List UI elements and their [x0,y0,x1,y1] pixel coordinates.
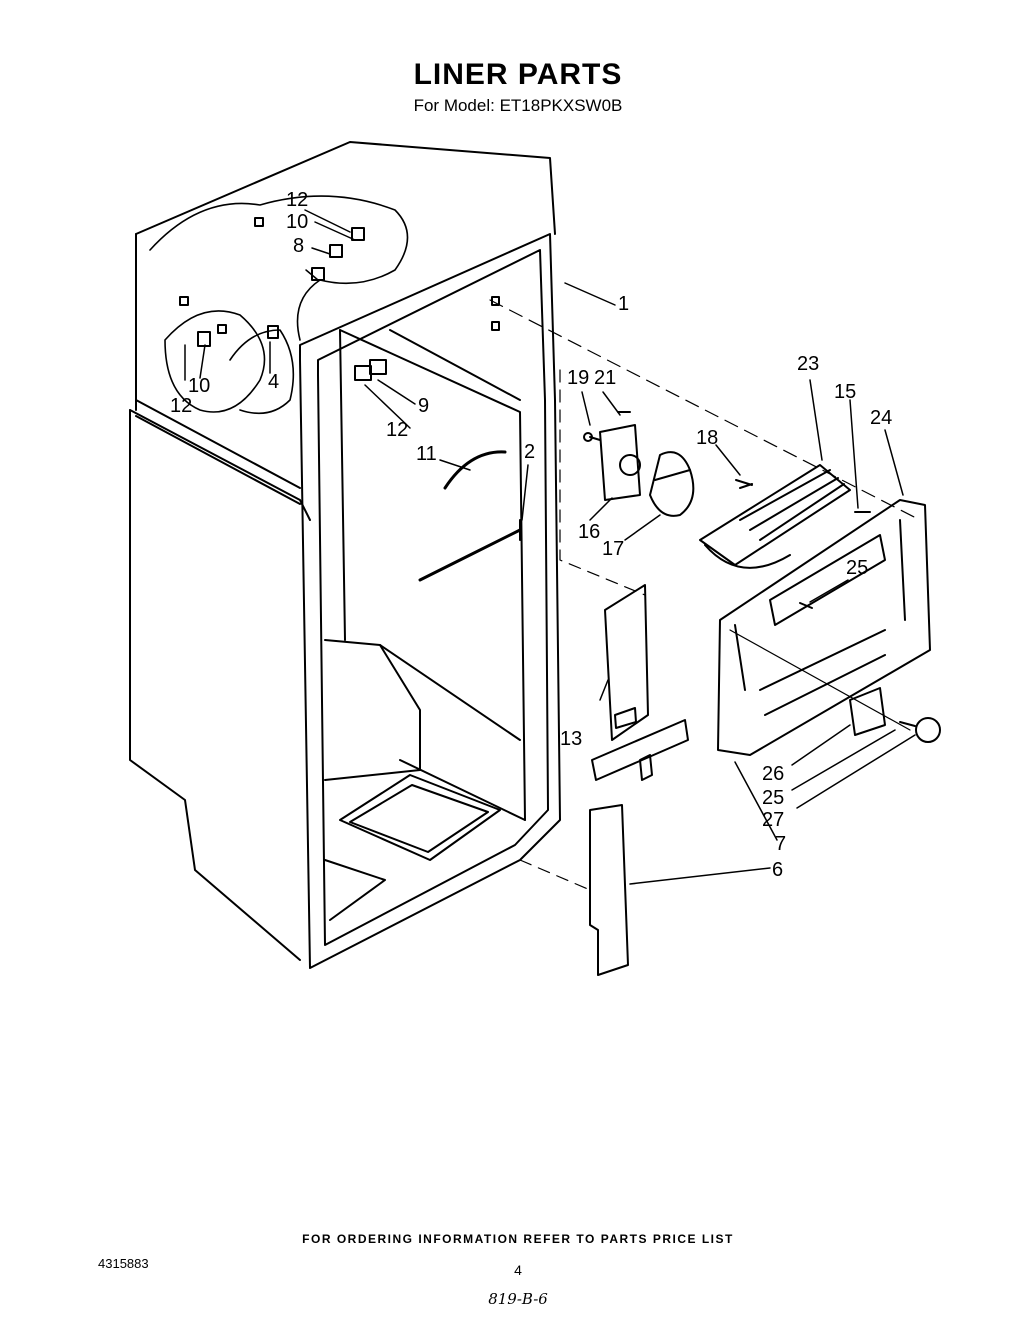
handwritten-code: 819-B-6 [488,1290,548,1308]
callout-1: 1 [618,293,629,315]
callout-12-mid: 12 [386,419,408,441]
callout-12-top: 12 [286,189,308,211]
callout-12-left: 12 [170,395,192,417]
callout-21: 21 [594,367,616,389]
callout-2: 2 [524,441,535,463]
page-number: 4 [514,1262,522,1278]
model-subtitle: For Model: ET18PKXSW0B [413,96,623,115]
callout-10-left: 10 [188,375,210,397]
callout-labels: 1 2 4 6 7 8 9 10 10 11 12 12 12 13 15 16… [170,189,892,881]
page-title: LINER PARTS [413,58,623,91]
callout-4: 4 [268,371,279,393]
ordering-info-note: FOR ORDERING INFORMATION REFER TO PARTS … [302,1232,734,1246]
callout-15: 15 [834,381,856,403]
callout-9: 9 [418,395,429,417]
callout-11: 11 [416,443,437,465]
evaporator-cover-drawing [489,299,941,756]
callout-25-upper: 25 [846,557,868,579]
callout-16: 16 [578,521,600,543]
callout-26: 26 [762,763,784,785]
callout-13: 13 [560,728,582,750]
callout-18: 18 [696,427,718,449]
callout-7: 7 [775,833,786,855]
leader-lines [184,209,916,885]
callout-23: 23 [797,353,819,375]
document-number: 4315883 [98,1256,149,1271]
callout-17: 17 [602,538,624,560]
callout-27: 27 [762,809,784,831]
callout-25-lower: 25 [762,787,784,809]
callout-24: 24 [870,407,892,429]
callout-10-top: 10 [286,211,308,233]
fan-motor-drawing [583,411,753,517]
callout-6: 6 [772,859,783,881]
duct-parts-drawing [519,369,689,976]
liner-cabinet-drawing [129,141,561,969]
callout-19: 19 [567,367,589,389]
callout-8: 8 [293,235,304,257]
